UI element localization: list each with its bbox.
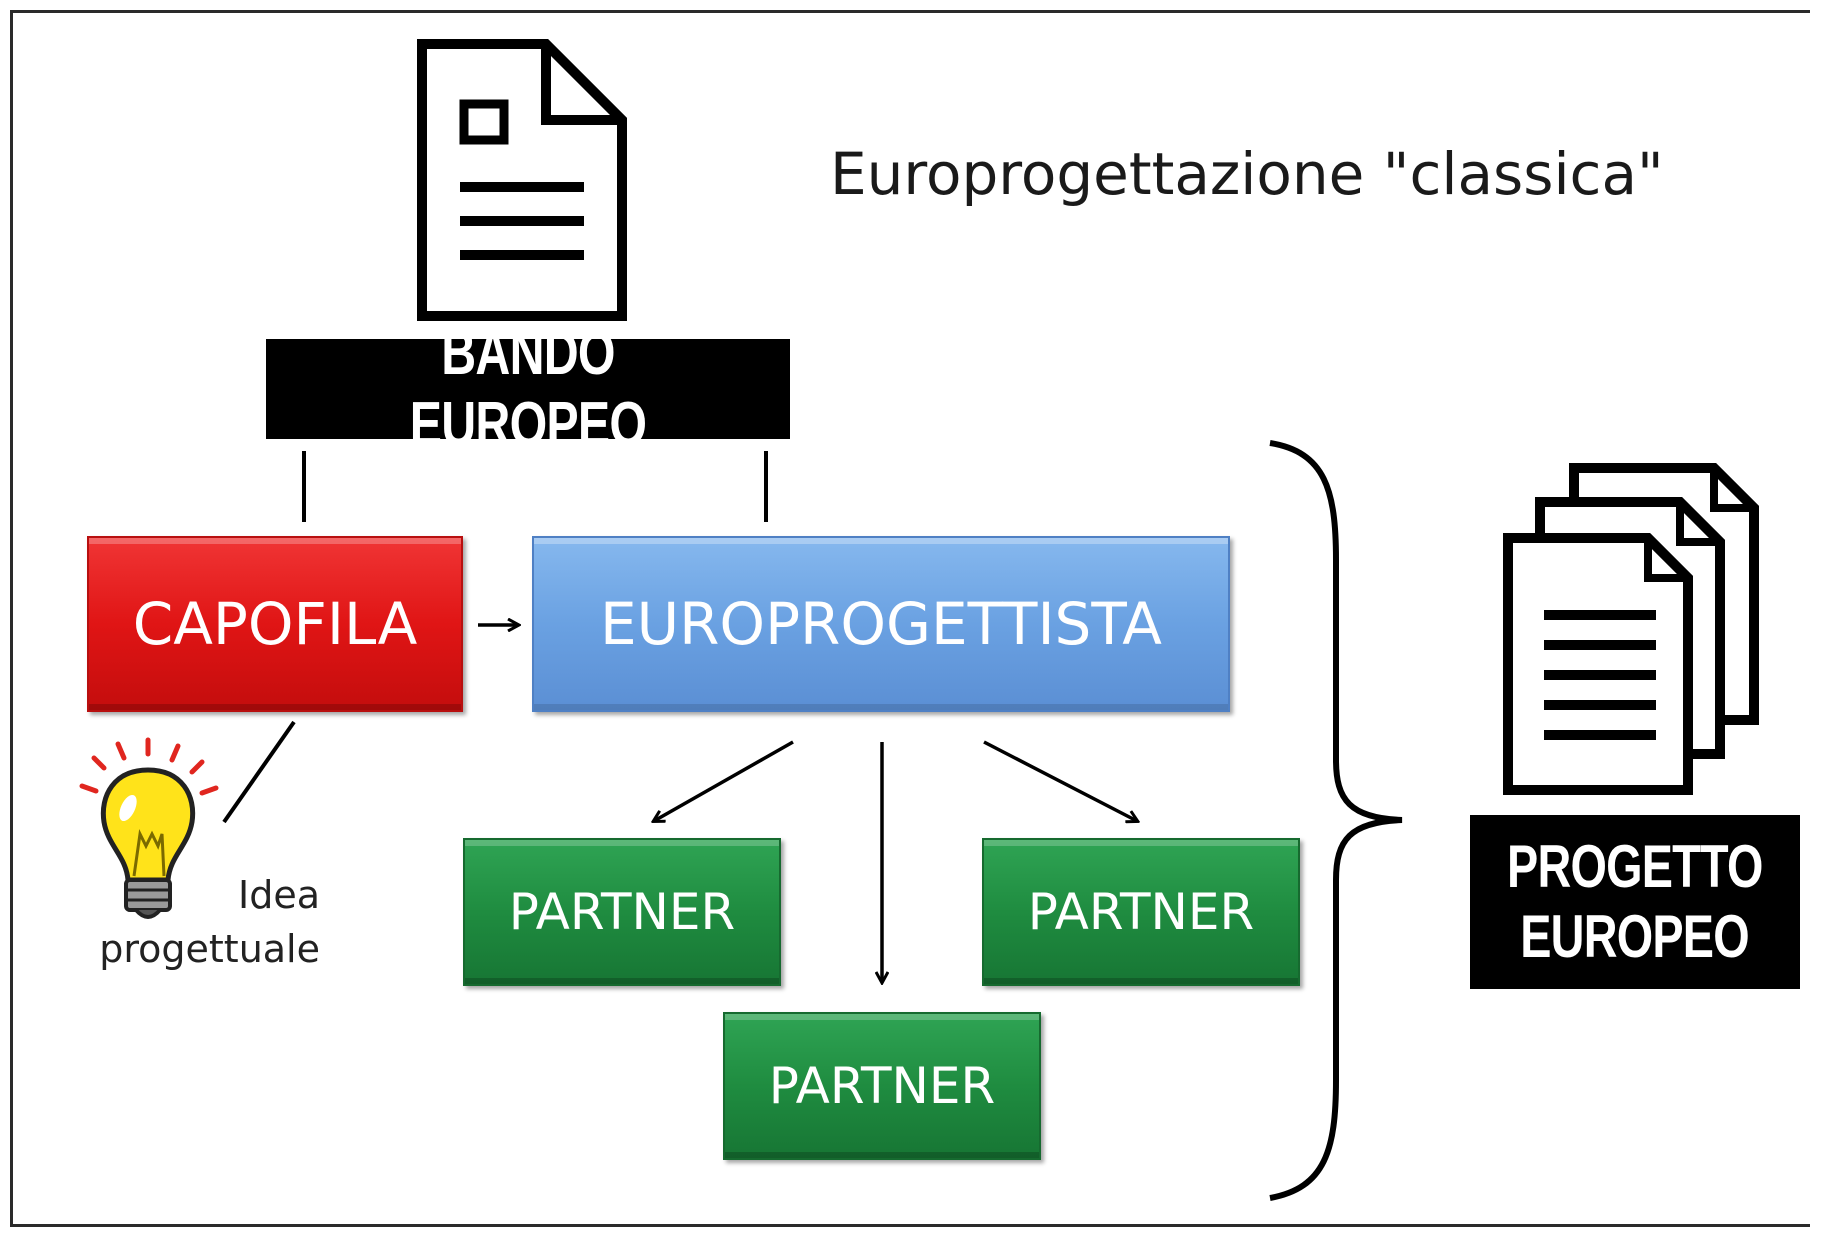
partner-box-right: PARTNER bbox=[982, 838, 1300, 986]
idea-line1: Idea bbox=[238, 873, 320, 917]
lightbulb-icon bbox=[79, 737, 219, 919]
progetto-line2: EUROPEO bbox=[1520, 903, 1750, 970]
diagram-title: Europrogettazione "classica" bbox=[830, 140, 1664, 208]
bando-europeo-text: BANDO EUROPEO bbox=[409, 319, 647, 459]
idea-line2: progettuale bbox=[99, 927, 320, 971]
bando-europeo-label: BANDO EUROPEO bbox=[266, 319, 790, 459]
partner-box-bottom: PARTNER bbox=[723, 1012, 1041, 1160]
documents-stack-icon bbox=[1503, 463, 1759, 795]
arrow-to-partner-left bbox=[654, 740, 794, 821]
curly-brace bbox=[1269, 440, 1403, 1201]
progetto-line1: PROGETTO bbox=[1507, 833, 1763, 900]
capofila-box: CAPOFILA bbox=[87, 536, 463, 712]
europrogettista-box: EUROPROGETTISTA bbox=[532, 536, 1230, 712]
document-icon bbox=[417, 39, 627, 321]
arrow-to-partner-right bbox=[983, 740, 1137, 821]
idea-connector-line bbox=[222, 720, 296, 824]
partner-box-left: PARTNER bbox=[463, 838, 781, 986]
progetto-europeo-label: PROGETTO EUROPEO bbox=[1470, 815, 1800, 989]
idea-progettuale-caption: Idea progettuale bbox=[94, 868, 320, 976]
